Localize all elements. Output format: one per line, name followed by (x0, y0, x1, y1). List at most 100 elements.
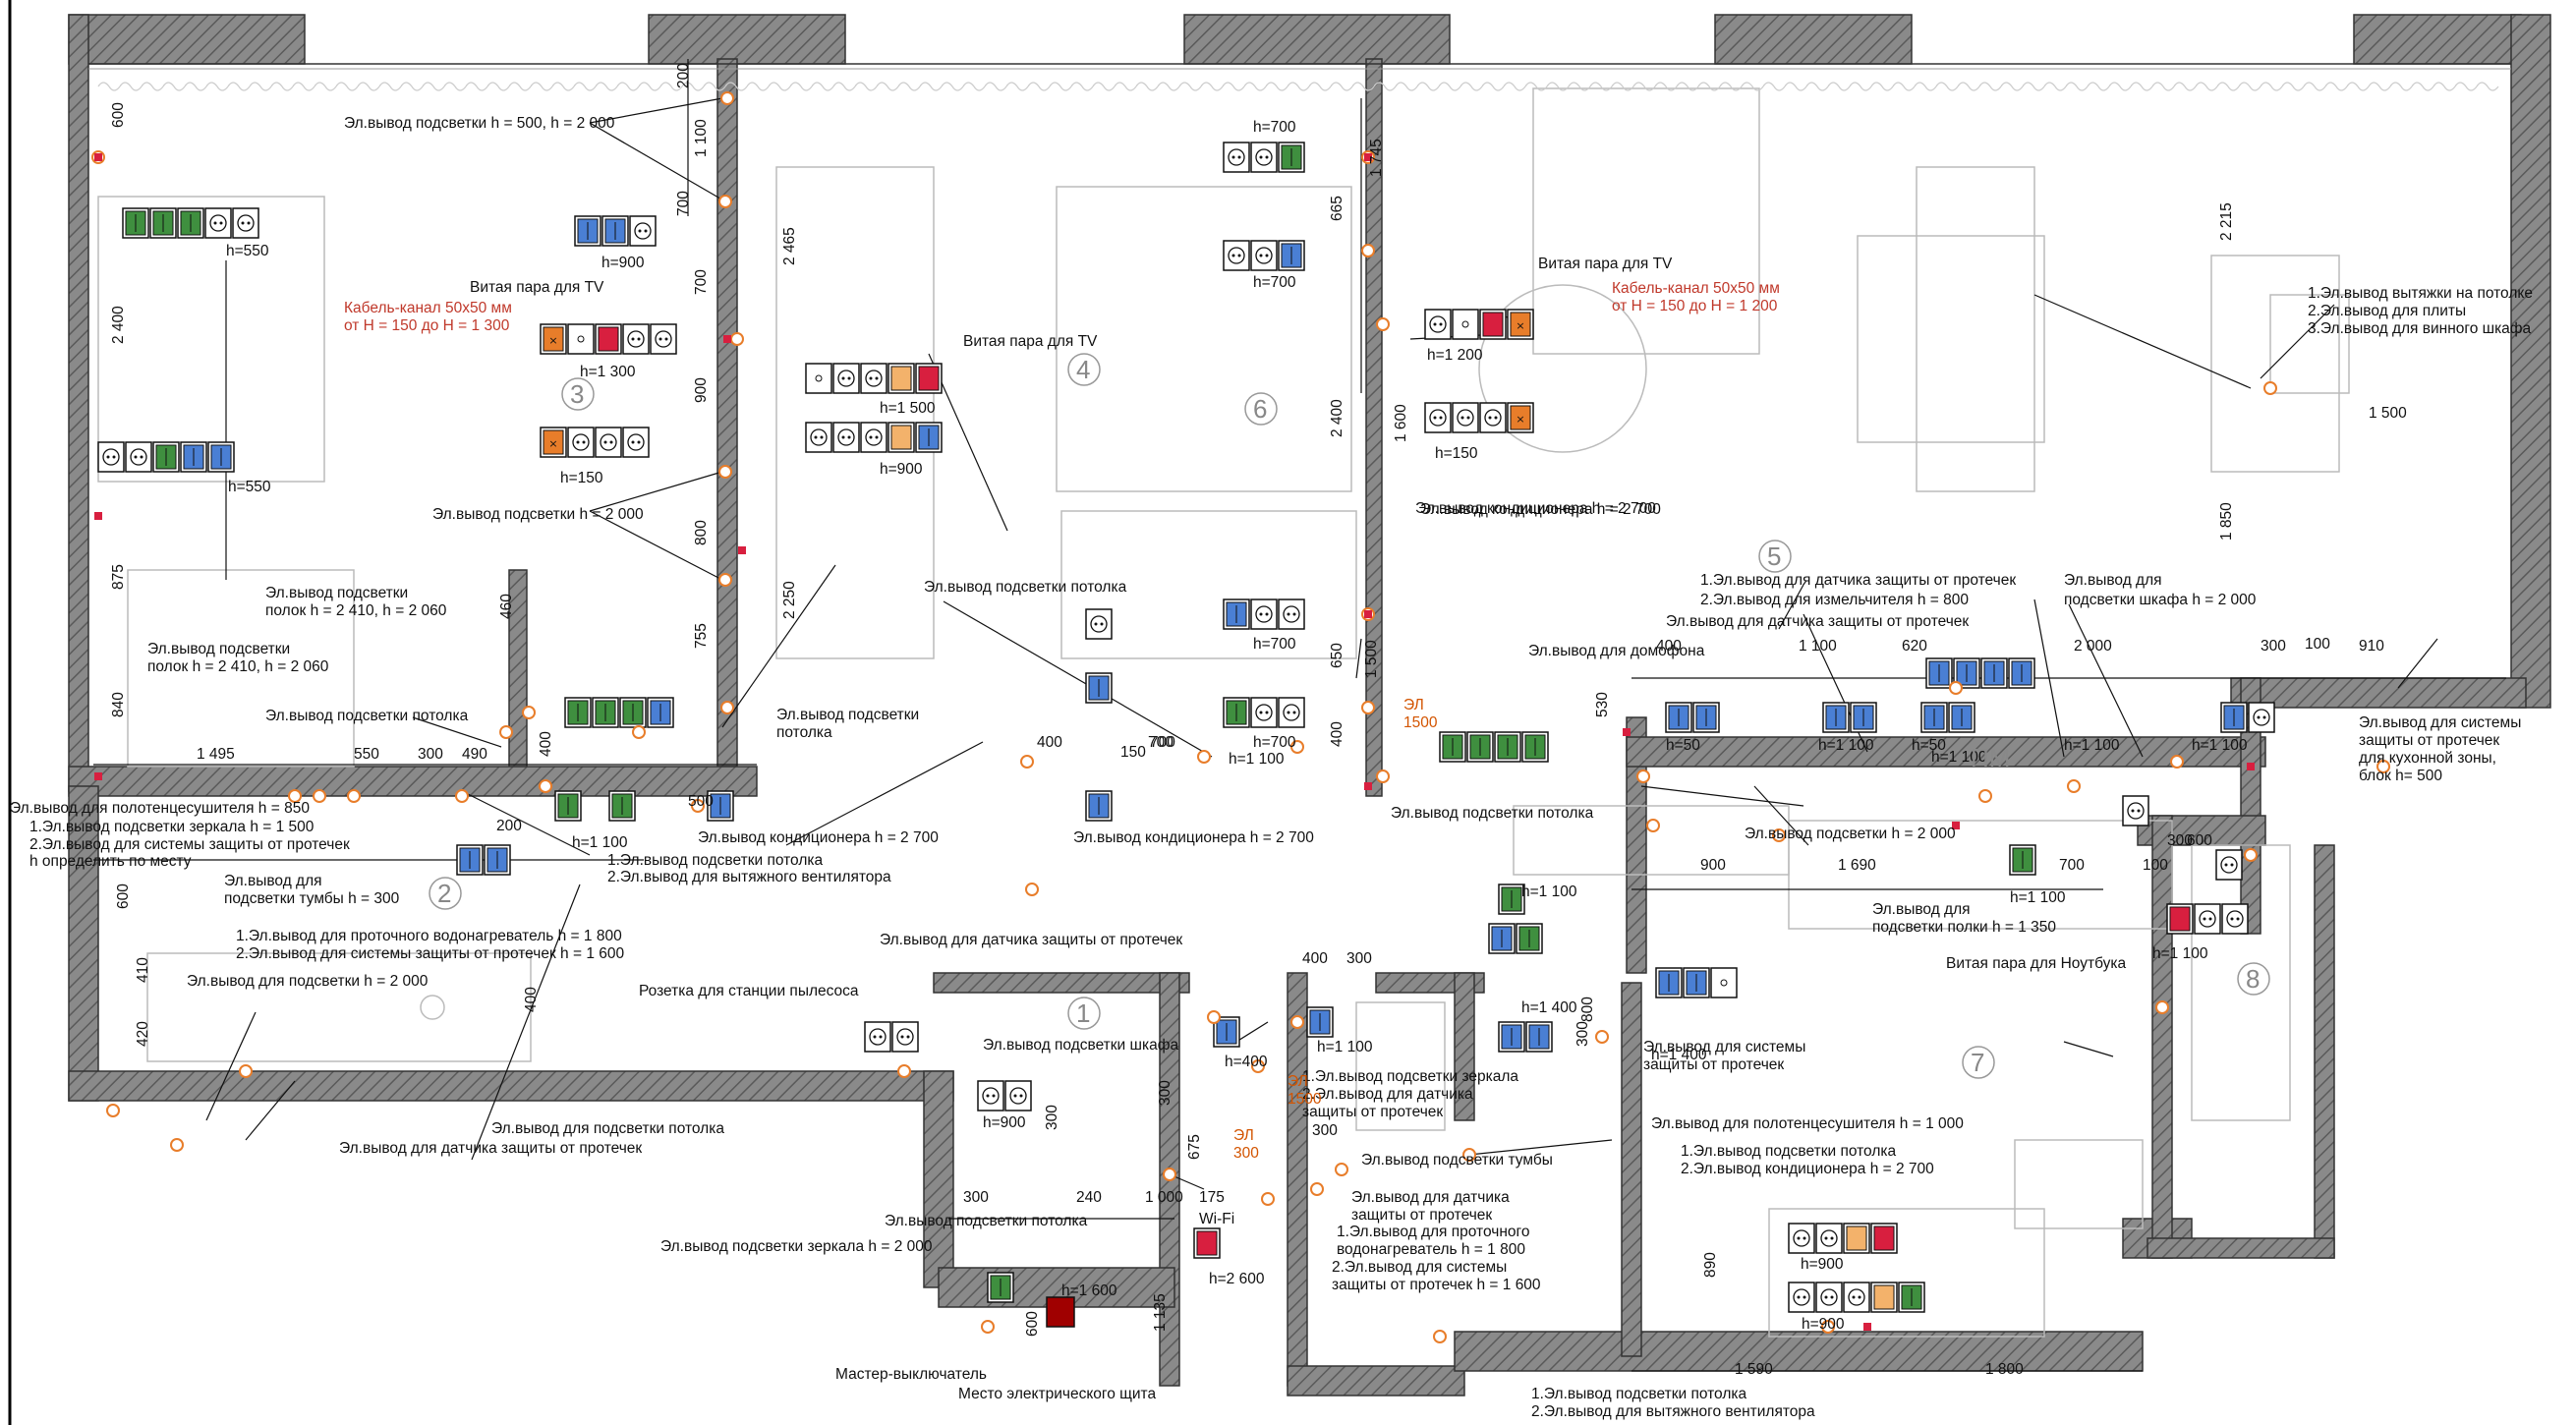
dimension-label: 840 (110, 692, 127, 717)
dimension-label: 1 600 (1393, 404, 1409, 442)
block-room5-tv-low: × (1424, 402, 1534, 433)
dimension-label: 600 (1024, 1311, 1041, 1337)
annotation-label: 1.Эл.вывод для проточного (1337, 1224, 1529, 1240)
height-label: h=1 100 (1521, 884, 1577, 900)
annotation-label: Эл.вывод для датчика (1351, 1189, 1510, 1206)
outlet-marker-icon (1462, 1148, 1476, 1162)
outlet-marker-icon (1025, 883, 1039, 896)
dimension-label: 1 495 (197, 746, 235, 763)
outlet-marker-icon (106, 1104, 120, 1117)
height-label: h=1 100 (2064, 737, 2120, 754)
height-label: h=50 (1912, 737, 1946, 754)
room-number: 4 (1076, 355, 1090, 384)
outlet-marker-icon (718, 465, 732, 479)
height-label: h=1 400 (1651, 1047, 1707, 1063)
height-label: h=1 100 (1931, 749, 1987, 766)
room-number-circle (1758, 540, 1792, 573)
svg-text:×: × (1516, 413, 1524, 426)
height-label: h=150 (560, 470, 603, 486)
outlet-marker-icon (632, 725, 646, 739)
block-room8-desk (2166, 903, 2249, 935)
dimension-label: 600 (110, 102, 127, 128)
annotation-label: h определить по месту (29, 853, 192, 870)
furniture-layer (97, 82, 2499, 1338)
panel-el-label: ЭЛ (1403, 697, 1424, 713)
block-room5-tv: × (1424, 309, 1534, 340)
panel-el-height-3: 1500 (1288, 1091, 1322, 1108)
annotation-label: Эл.вывод подсветки потолка (924, 579, 1127, 596)
block-kitchen-upper (1925, 657, 2035, 689)
panel-el-label-3: ЭЛ (1288, 1073, 1308, 1090)
outlet-marker-icon (2376, 760, 2390, 773)
room-number-circle (1067, 353, 1101, 386)
annotation-label: 2.Эл.вывод кондиционера h = 2 700 (1681, 1161, 1934, 1177)
junction-marker-icon (738, 546, 746, 554)
outlet-marker-icon (239, 1064, 253, 1078)
dimension-label: 1 745 (1368, 139, 1385, 177)
wifi-label: Wi-Fi (1199, 1211, 1234, 1227)
outlet-marker-icon (288, 789, 302, 803)
outlet-marker-icon (1251, 1059, 1265, 1073)
block-room4-mid (1223, 240, 1305, 271)
height-label: h=400 (1225, 1054, 1268, 1070)
height-label: h=900 (601, 255, 645, 271)
annotations-layer: Эл.вывод подсветки h = 500, h = 2 000Вит… (10, 63, 2533, 1420)
dimension-label: 400 (1037, 734, 1062, 751)
dimension-label: 2 000 (2074, 638, 2112, 655)
annotation-label: Витая пара для TV (963, 333, 1098, 350)
outlet-marker-icon (2155, 1000, 2169, 1014)
annotation-label: 1.Эл.вывод подсветки потолка (607, 852, 823, 869)
annotation-label: Эл.вывод для датчика защиты от протечек (880, 932, 1182, 948)
annotation-label: Эл.вывод для системы (1643, 1039, 1805, 1055)
dimension-label: 700 (2059, 857, 2085, 874)
annotation-label: защиты от протечек (2359, 732, 2499, 749)
dimension-label: 620 (1902, 638, 1927, 655)
annotation-label: Эл.вывод для (1872, 901, 1971, 918)
outlet-marker-icon (1376, 317, 1390, 331)
dimension-label: 910 (2359, 638, 2384, 655)
outlet-marker-icon (1772, 828, 1786, 842)
dimension-label: 650 (1329, 643, 1345, 668)
room-number-circle (2237, 962, 2270, 996)
height-label: h=150 (1435, 445, 1478, 462)
annotation-label: защиты от протечек (1302, 1104, 1443, 1120)
annotation-label: полок h = 2 410, h = 2 060 (147, 658, 329, 675)
dimension-label: 800 (693, 520, 710, 545)
junction-marker-icon (723, 335, 731, 343)
annotation-label: от H = 150 до H = 1 200 (1612, 298, 1778, 314)
annotation-label: 2.Эл.вывод для системы защиты от протече… (29, 836, 350, 853)
annotation-label: Эл.вывод для датчика защиты от протечек (1666, 613, 1969, 630)
dimension-label: 2 215 (2218, 202, 2235, 241)
room-number-circle (1067, 997, 1101, 1030)
annotation-label: Эл.вывод кондиционера h = 2 700 (1420, 501, 1661, 518)
room-number: 5 (1767, 542, 1781, 571)
annotation-label: Эл.вывод для (224, 873, 322, 889)
annotation-label: 2.Эл.вывод для измельчителя h = 800 (1700, 592, 1969, 608)
junction-marker-icon (94, 772, 102, 780)
dimension-label: 300 (2261, 638, 2286, 655)
dimension-label: 600 (115, 884, 132, 909)
dimension-label: 400 (1302, 950, 1328, 967)
height-label: h=700 (1253, 734, 1296, 751)
annotation-label: Витая пара для TV (470, 279, 604, 296)
outlet-marker-icon (1361, 701, 1375, 714)
annotation-label: Эл.вывод подсветки тумбы (1361, 1152, 1553, 1168)
block-kitchen-island (2009, 844, 2036, 876)
outlet-marker-icon (730, 332, 744, 346)
height-label: h=1 200 (1427, 347, 1483, 364)
height-label: h=700 (1253, 274, 1296, 291)
block-room2-sink (456, 844, 511, 876)
annotation-label: Эл.вывод кондиционера h = 2 700 (1415, 500, 1656, 517)
dishwasher-label: ПМ (1971, 743, 2010, 772)
annotation-label: Эл.вывод для системы (2359, 714, 2521, 731)
annotation-label: 2.Эл.вывод для вытяжного вентилятора (1531, 1403, 1815, 1420)
dimension-label: 900 (1700, 857, 1726, 874)
outlet-marker-icon (1310, 1182, 1324, 1196)
room-number-circle (1962, 1046, 1995, 1079)
block-wc2 (1498, 1021, 1553, 1053)
height-label: h=900 (983, 1114, 1026, 1131)
dimension-label: 240 (1076, 1189, 1102, 1206)
height-label: h=550 (228, 479, 271, 495)
electrical-panel-icon (1046, 1296, 1075, 1328)
